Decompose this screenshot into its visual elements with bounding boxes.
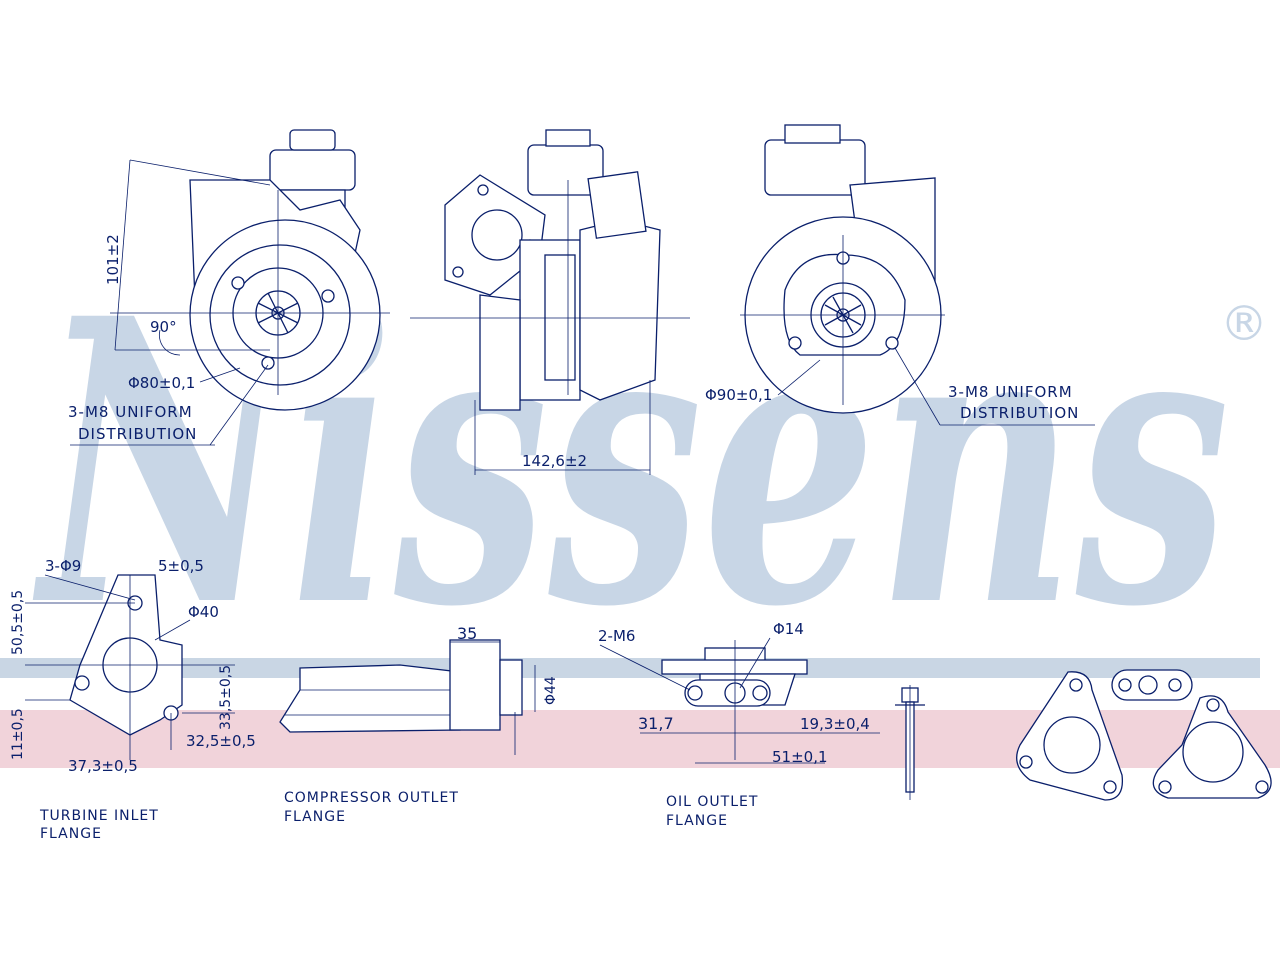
oil-flange-hole-2 <box>752 685 768 701</box>
gasket-turbine-hole-3 <box>1103 780 1117 794</box>
tf-leader-bore <box>154 619 191 641</box>
gasket-compressor-bore <box>1182 721 1244 783</box>
actuator-can <box>269 149 356 191</box>
tf-caption-2: FLANGE <box>40 826 102 842</box>
height-dim-line <box>114 159 131 351</box>
tf-thickness: 11±0,5 <box>10 708 26 760</box>
tf-width-right: 32,5±0,5 <box>186 732 256 750</box>
height-ext-top <box>129 159 271 186</box>
bolt-note-1a: 3-M8 UNIFORM <box>68 403 193 421</box>
cf-length: 35 <box>457 624 477 643</box>
bolt-note-3a: 3-M8 UNIFORM <box>948 383 1073 401</box>
oil-threads: 2-M6 <box>598 627 635 645</box>
actuator-cap <box>289 129 336 151</box>
cf-caption-2: FLANGE <box>284 809 346 825</box>
oil-outlet-flange-view: 2-M6 Φ14 31,7 19,3±0,4 51±0,1 OIL OUTLET… <box>598 620 880 829</box>
diameter-leader <box>199 367 241 383</box>
comp-hole-2 <box>788 336 802 350</box>
gasket-turbine <box>1016 671 1124 801</box>
compressor-flange-body <box>449 639 501 731</box>
angle-label: 90° <box>150 318 177 336</box>
compressor-flange-lip <box>499 659 523 716</box>
side-hole-2 <box>452 266 464 278</box>
bolt-note-3b: DISTRIBUTION <box>960 404 1079 422</box>
cf-caption-1: COMPRESSOR OUTLET <box>284 790 459 806</box>
tf-leader-holes <box>44 574 136 601</box>
view-turbine-side: 101±2 90° Φ80±0,1 3-M8 UNIFORM DISTRIBUT… <box>68 129 390 446</box>
tf-height-right: 33,5±0,5 <box>218 665 234 730</box>
gasket-turbine-hole-1 <box>1069 678 1083 692</box>
height-dim: 101±2 <box>104 234 122 285</box>
cf-diameter: Φ44 <box>543 676 559 705</box>
oil-spacing: 31,7 <box>638 714 674 733</box>
comp-hole-3 <box>885 336 899 350</box>
bolt-note-leader <box>209 364 269 446</box>
comp-actuator-cap <box>784 124 841 144</box>
side-center-housing <box>544 254 576 381</box>
compressor-outlet-flange-view: 35 Φ44 COMPRESSOR OUTLET FLANGE <box>279 624 559 825</box>
gasket-oil-hole-1 <box>1118 678 1132 692</box>
side-turbine-outlet <box>479 294 521 411</box>
oil-bore: Φ14 <box>773 620 804 638</box>
compressor-pipe <box>279 664 461 733</box>
inlet-ring-outer <box>209 244 351 386</box>
oil-caption-1: OIL OUTLET <box>666 794 758 810</box>
comp-diameter-leader <box>777 359 821 396</box>
tf-width-bottom: 37,3±0,5 <box>68 757 138 775</box>
diameter-label-3: Φ90±0,1 <box>705 386 772 404</box>
turbine-flange-hole-2 <box>74 675 90 691</box>
tf-bore: Φ40 <box>188 603 219 621</box>
view-side: 142,6±2 <box>410 129 690 475</box>
diameter-label-1: Φ80±0,1 <box>128 374 195 392</box>
gasket-oil <box>1111 669 1193 701</box>
turbine-inlet-flange-view: 3-Φ9 5±0,5 Φ40 50,5±0,5 11±0,5 33,5±0,5 … <box>10 557 256 842</box>
oil-leader-threads <box>599 644 691 691</box>
side-flange-bore <box>471 209 523 261</box>
gasket-compressor-hole-3 <box>1255 780 1269 794</box>
bolt-hole-3 <box>261 356 275 370</box>
width-dim: 142,6±2 <box>522 452 587 470</box>
side-hole-1 <box>477 184 489 196</box>
bolt-part <box>895 685 925 800</box>
side-compressor-outlet <box>587 171 647 239</box>
bolt-note-1b: DISTRIBUTION <box>78 425 197 443</box>
gasket-turbine-bore <box>1043 716 1101 774</box>
oil-leader-bore <box>739 637 771 689</box>
oil-flange-plate <box>661 659 808 675</box>
tf-offset: 5±0,5 <box>158 557 204 575</box>
oil-offset: 19,3±0,4 <box>800 715 870 733</box>
angle-arc <box>159 329 181 356</box>
gasket-compressor-hole-1 <box>1206 698 1220 712</box>
gasket-compressor-hole-2 <box>1158 780 1172 794</box>
oil-caption-2: FLANGE <box>666 813 728 829</box>
tf-caption-1: TURBINE INLET <box>39 808 159 824</box>
view-compressor-side: Φ90±0,1 3-M8 UNIFORM DISTRIBUTION <box>705 124 1095 426</box>
gasket-compressor <box>1152 695 1272 799</box>
oil-flange-hole-1 <box>687 685 703 701</box>
tf-height-left: 50,5±0,5 <box>10 590 26 655</box>
side-actuator-cap <box>545 129 591 147</box>
oil-length: 51±0,1 <box>772 748 828 766</box>
bolt-hole-2 <box>321 289 335 303</box>
gasket-oil-hole-2 <box>1168 678 1182 692</box>
gasket-turbine-hole-2 <box>1019 755 1033 769</box>
comp-bolt-leader <box>894 347 941 426</box>
tf-holes: 3-Φ9 <box>45 557 81 575</box>
side-compressor <box>579 219 661 401</box>
gasket-oil-bore <box>1138 675 1158 695</box>
compressor-volute <box>189 219 381 411</box>
bolt-hole-1 <box>231 276 245 290</box>
watermark-registered: ® <box>1220 296 1268 352</box>
